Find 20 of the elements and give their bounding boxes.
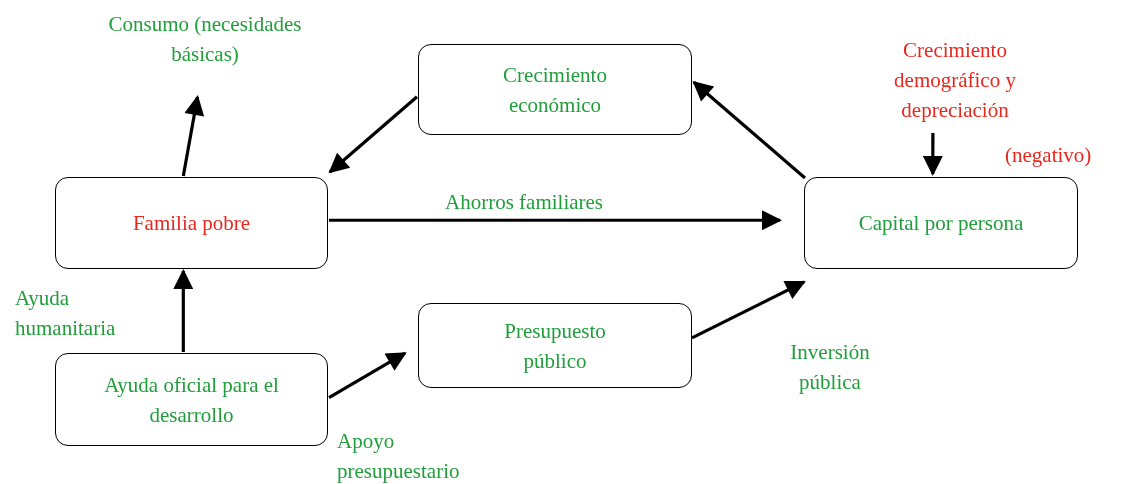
node-label: Crecimiento económico [502, 61, 608, 119]
arrow [691, 280, 806, 340]
node-label: Ayuda oficial para el desarrollo [103, 371, 280, 429]
process-box [418, 44, 692, 135]
arrow [329, 210, 782, 231]
node-label: Familia pobre [132, 210, 251, 237]
node-label: Consumo (necesidades básicas) [107, 11, 303, 68]
process-box [55, 353, 328, 446]
arrow [692, 80, 807, 180]
node-label: Crecimiento demográfico y depreciación [893, 37, 1017, 124]
arrow [328, 95, 419, 174]
arrow [173, 269, 194, 352]
node-label: Capital por persona [858, 210, 1024, 237]
process-box [55, 177, 328, 269]
arrow [328, 351, 407, 400]
process-box [804, 177, 1078, 269]
process-box [418, 303, 692, 388]
arrow [922, 133, 943, 176]
node-label: Presupuesto público [503, 317, 607, 375]
arrow [181, 95, 205, 177]
